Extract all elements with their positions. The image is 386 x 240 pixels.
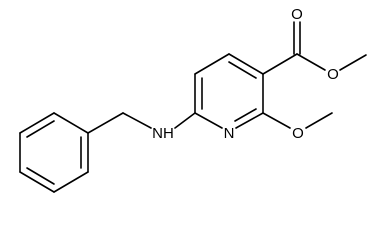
bond: [305, 112, 333, 129]
benzene-ring: [19, 112, 89, 193]
bond: [53, 112, 89, 134]
pyridine-ring: [194, 53, 264, 129]
carbonyl-oxygen-label: O: [291, 6, 303, 23]
bond: [87, 112, 124, 134]
chemical-structure: N NH O O O: [19, 6, 367, 193]
bond: [262, 53, 298, 75]
double-bond-inner: [26, 120, 55, 138]
ring-nitrogen-label: N: [224, 125, 235, 142]
bond: [228, 53, 264, 75]
bond: [53, 171, 89, 193]
double-bond-inner: [228, 61, 257, 79]
bond: [19, 171, 55, 193]
bond: [339, 54, 367, 71]
bond: [296, 53, 326, 71]
bond: [174, 112, 196, 129]
bond: [194, 53, 230, 75]
bond: [194, 112, 223, 129]
amine-nh-label: NH: [152, 125, 174, 142]
methoxy-group: [262, 112, 333, 129]
methyl-ester-group: [262, 21, 367, 75]
benzyl-amine-linker: [87, 112, 196, 134]
bond: [235, 112, 264, 129]
bond: [262, 112, 291, 129]
bond: [19, 112, 55, 134]
methoxy-oxygen-label: O: [292, 125, 304, 142]
double-bond-inner: [234, 108, 257, 122]
double-bond-inner: [26, 167, 55, 185]
ester-oxygen-label: O: [327, 66, 339, 83]
bond: [122, 112, 152, 129]
